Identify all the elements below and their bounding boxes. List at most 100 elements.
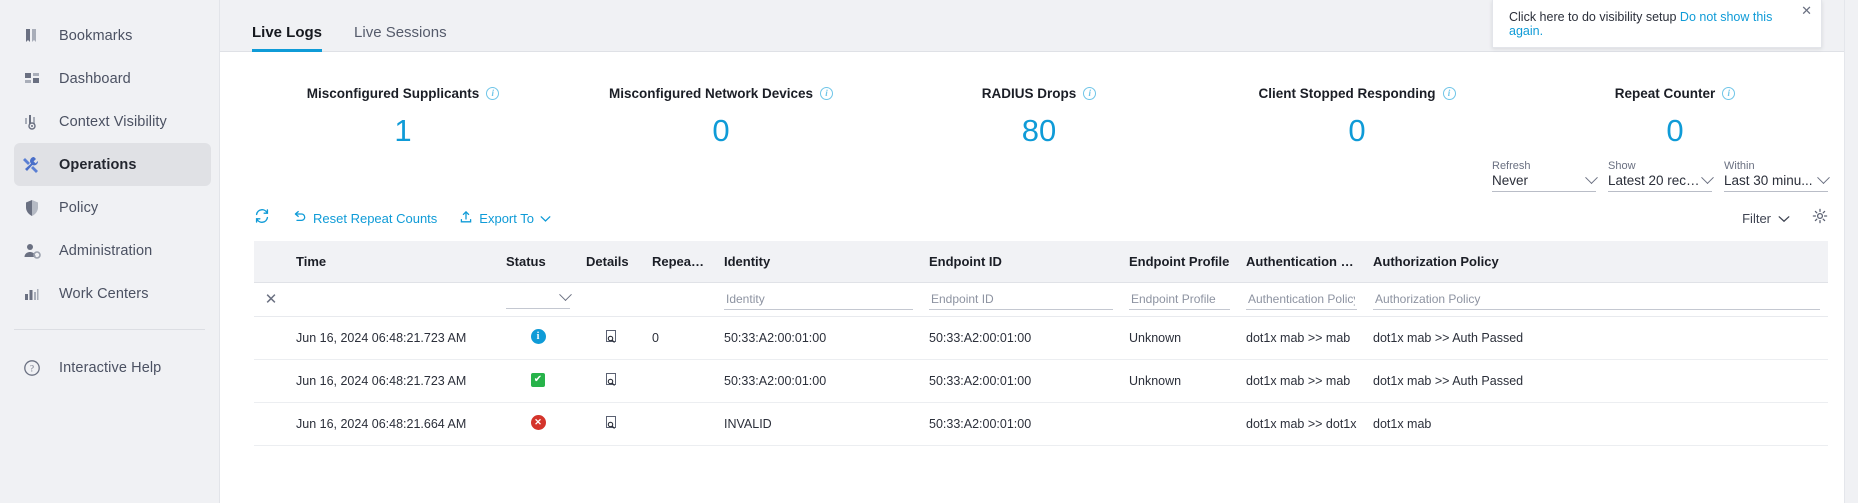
- dashboard-grid-icon: [22, 69, 41, 88]
- metric-header: Misconfigured Supplicants i: [244, 86, 562, 101]
- header-authorization-policy[interactable]: Authorization Policy: [1365, 241, 1828, 283]
- filter-status-select[interactable]: [506, 288, 572, 309]
- sidebar-divider: [14, 329, 205, 330]
- cell-time: Jun 16, 2024 06:48:21.723 AM: [288, 316, 498, 360]
- metric-header: Misconfigured Network Devices i: [562, 86, 880, 101]
- sidebar-item-label: Operations: [59, 156, 137, 173]
- table-row[interactable]: Jun 16, 2024 06:48:21.664 AM INVALID 50:…: [254, 402, 1828, 446]
- header-repeat-count[interactable]: Repeat ...: [644, 241, 716, 283]
- header-status[interactable]: Status: [498, 241, 578, 283]
- details-report-icon[interactable]: [604, 330, 619, 347]
- cell-endpoint-id[interactable]: 50:33:A2:00:01:00: [921, 402, 1121, 446]
- banner-message: Click here to do visibility setup: [1509, 9, 1677, 24]
- select-within: Within Last 30 minu...: [1724, 160, 1830, 192]
- filter-label: Filter: [1742, 211, 1771, 226]
- status-success-icon[interactable]: [531, 372, 545, 387]
- cell-time: Jun 16, 2024 06:48:21.723 AM: [288, 359, 498, 403]
- cell-identity[interactable]: INVALID: [716, 402, 921, 446]
- chevron-down-icon: [1701, 171, 1714, 185]
- sidebar-item-administration[interactable]: Administration: [0, 229, 219, 272]
- table-header-row: Time Status Details Repeat ... Identity …: [254, 241, 1828, 283]
- metric-value[interactable]: 80: [1021, 113, 1057, 148]
- cell-endpoint-id[interactable]: 50:33:A2:00:01:00: [921, 316, 1121, 360]
- header-authentication-policy[interactable]: Authentication Po...: [1238, 241, 1365, 283]
- undo-arrow-icon: [292, 210, 307, 227]
- tab-live-logs[interactable]: Live Logs: [236, 24, 338, 52]
- header-identity[interactable]: Identity: [716, 241, 921, 283]
- filter-status-cell: [498, 282, 578, 317]
- details-report-icon[interactable]: [604, 373, 619, 390]
- select-refresh-control[interactable]: Never: [1492, 171, 1598, 192]
- info-icon[interactable]: i: [820, 87, 834, 100]
- export-upload-icon: [459, 210, 473, 227]
- sidebar-item-context-visibility[interactable]: Context Visibility: [0, 100, 219, 143]
- reset-repeat-counts-button[interactable]: Reset Repeat Counts: [292, 210, 437, 227]
- toolbar-right: Filter: [1742, 208, 1828, 229]
- gear-icon[interactable]: [1812, 208, 1828, 229]
- status-error-icon[interactable]: [530, 415, 546, 430]
- metric-client-stopped-responding: Client Stopped Responding i 0: [1198, 86, 1516, 146]
- select-show-control[interactable]: Latest 20 reco...: [1608, 171, 1714, 192]
- status-info-icon[interactable]: [530, 329, 546, 344]
- cell-endpoint-id[interactable]: 50:33:A2:00:01:00: [921, 359, 1121, 403]
- close-x-icon[interactable]: ✕: [264, 291, 278, 308]
- select-label: Within: [1724, 160, 1755, 172]
- scrollbar-track[interactable]: [1844, 0, 1858, 503]
- info-icon[interactable]: i: [1442, 87, 1456, 100]
- filter-row: ✕: [254, 282, 1828, 317]
- header-endpoint-profile[interactable]: Endpoint Profile: [1121, 241, 1238, 283]
- select-within-control[interactable]: Last 30 minu...: [1724, 171, 1830, 192]
- filter-authentication-policy-input[interactable]: [1246, 289, 1357, 310]
- tab-live-sessions[interactable]: Live Sessions: [354, 24, 447, 41]
- export-to-label: Export To: [479, 211, 534, 226]
- header-endpoint-id[interactable]: Endpoint ID: [921, 241, 1121, 283]
- sidebar-item-bookmarks[interactable]: Bookmarks: [0, 14, 219, 57]
- filter-authentication-policy-cell: [1238, 282, 1365, 317]
- info-icon[interactable]: i: [486, 87, 500, 100]
- filter-endpoint-id-input[interactable]: [929, 289, 1113, 310]
- filter-authorization-policy-input[interactable]: [1373, 289, 1820, 310]
- sidebar-item-operations[interactable]: Operations: [14, 143, 211, 186]
- details-report-icon[interactable]: [604, 416, 619, 433]
- sidebar: Bookmarks Dashboard Context Visibility O…: [0, 0, 220, 503]
- cell-identity[interactable]: 50:33:A2:00:01:00: [716, 359, 921, 403]
- info-icon[interactable]: i: [1722, 87, 1736, 100]
- header-time[interactable]: Time: [288, 241, 498, 283]
- filter-endpoint-profile-input[interactable]: [1129, 289, 1230, 310]
- metric-value[interactable]: 0: [1666, 113, 1684, 148]
- filter-endpoint-id-cell: [921, 282, 1121, 317]
- metric-value[interactable]: 1: [394, 113, 412, 148]
- info-icon[interactable]: i: [1083, 87, 1097, 100]
- filter-identity-input[interactable]: [724, 289, 913, 310]
- live-logs-table-wrapper: Time Status Details Repeat ... Identity …: [220, 229, 1858, 446]
- sidebar-item-label: Work Centers: [59, 285, 149, 302]
- header-spacer: [254, 241, 288, 283]
- reset-repeat-counts-label: Reset Repeat Counts: [313, 211, 438, 226]
- select-value: Never: [1492, 173, 1529, 188]
- sidebar-item-interactive-help[interactable]: ? Interactive Help: [0, 346, 219, 389]
- cell-authentication-policy: dot1x mab >> mab: [1238, 316, 1365, 360]
- table-row[interactable]: Jun 16, 2024 06:48:21.723 AM 0 50:33:A2:…: [254, 316, 1828, 360]
- sidebar-item-dashboard[interactable]: Dashboard: [0, 57, 219, 100]
- metric-value[interactable]: 0: [712, 113, 730, 148]
- metric-title: Misconfigured Supplicants: [306, 86, 480, 101]
- chevron-down-icon: [1817, 171, 1830, 185]
- sidebar-item-work-centers[interactable]: Work Centers: [0, 272, 219, 315]
- header-details[interactable]: Details: [578, 241, 644, 283]
- select-show: Show Latest 20 reco...: [1608, 160, 1714, 192]
- do-not-show-again-link[interactable]: Do not show this again.: [1509, 9, 1773, 38]
- metric-value[interactable]: 0: [1348, 113, 1366, 148]
- filter-button[interactable]: Filter: [1742, 211, 1790, 226]
- svg-text:?: ?: [30, 363, 34, 373]
- refresh-icon[interactable]: [254, 208, 270, 229]
- select-value: Latest 20 reco...: [1608, 173, 1703, 188]
- shield-icon: [22, 198, 41, 217]
- sidebar-item-policy[interactable]: Policy: [0, 186, 219, 229]
- export-to-button[interactable]: Export To: [459, 210, 551, 227]
- table-row[interactable]: Jun 16, 2024 06:48:21.723 AM 50:33:A2:00…: [254, 359, 1828, 403]
- cell-identity[interactable]: 50:33:A2:00:01:00: [716, 316, 921, 360]
- user-gear-icon: [22, 241, 41, 260]
- close-icon[interactable]: ✕: [1801, 3, 1812, 18]
- cell-endpoint-profile[interactable]: Unknown: [1121, 316, 1238, 360]
- question-circle-icon: ?: [22, 358, 41, 377]
